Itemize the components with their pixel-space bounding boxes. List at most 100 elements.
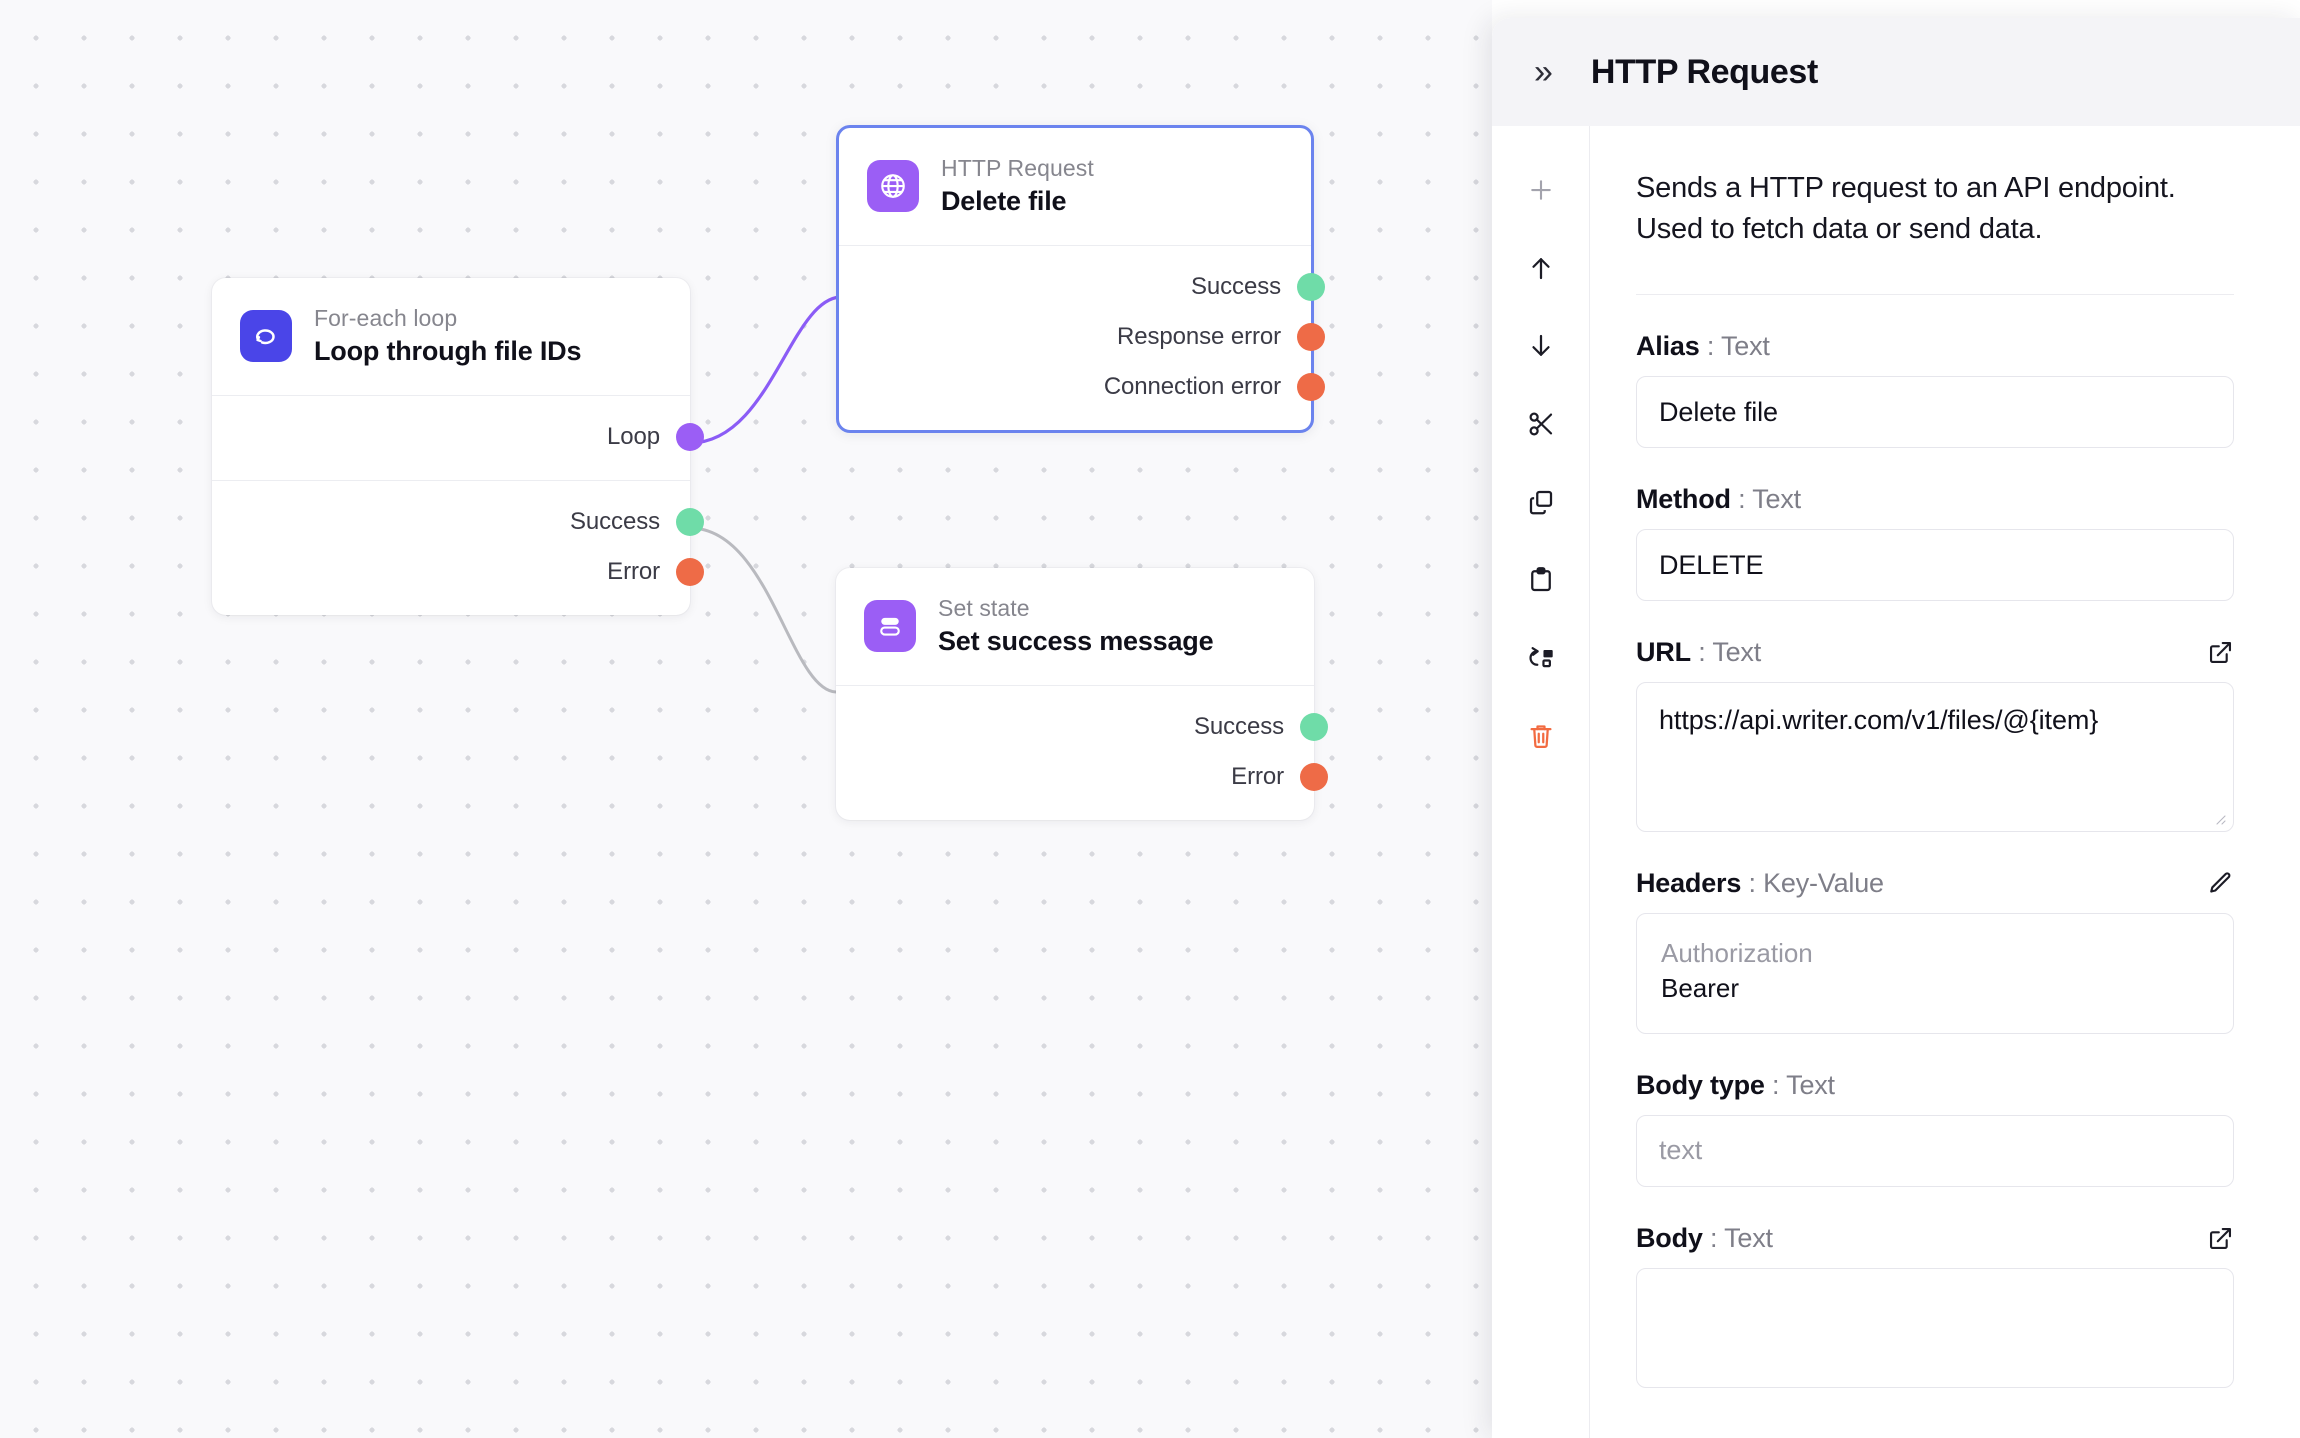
url-textarea[interactable]: https://api.writer.com/v1/files/@{item} (1636, 682, 2234, 833)
port-row-error[interactable]: Error (836, 752, 1328, 802)
expand-icon[interactable] (2207, 639, 2234, 666)
run-icon[interactable] (1515, 632, 1567, 684)
set-state-icon (864, 600, 916, 653)
node-port-section-results: Success Error (212, 479, 704, 615)
port-row-response-error[interactable]: Response error (839, 312, 1325, 362)
field-label-row: Method : Text (1636, 484, 2234, 515)
field-label-headers: Headers : Key-Value (1636, 868, 1884, 899)
node-title-block: HTTP Request Delete file (941, 154, 1094, 219)
copy-icon[interactable] (1515, 476, 1567, 528)
port-dot-response-error[interactable] (1297, 322, 1325, 351)
panel-body: Sends a HTTP request to an API endpoint.… (1492, 126, 2300, 1438)
url-value: https://api.writer.com/v1/files/@{item} (1659, 705, 2099, 736)
port-row-connection-error[interactable]: Connection error (839, 362, 1325, 412)
label-type: Text (1720, 331, 1770, 362)
expand-icon[interactable] (2207, 1225, 2234, 1252)
port-dot-loop[interactable] (676, 422, 704, 451)
move-up-icon[interactable] (1515, 242, 1567, 294)
port-label: Error (607, 557, 660, 585)
port-row-loop[interactable]: Loop (212, 412, 704, 462)
field-label-body-type: Body type : Text (1636, 1069, 1835, 1100)
port-label: Success (1190, 272, 1281, 300)
panel-header: » HTTP Request (1492, 18, 2300, 126)
port-dot-success[interactable] (676, 507, 704, 536)
paste-icon[interactable] (1515, 554, 1567, 606)
node-header: For-each loop Loop through file IDs (212, 278, 690, 395)
properties-fields: Sends a HTTP request to an API endpoint.… (1590, 126, 2300, 1438)
label-text: Headers (1636, 868, 1742, 899)
headers-kv-editor[interactable]: Authorization Bearer (1636, 913, 2234, 1034)
label-type: Text (1752, 484, 1801, 515)
workflow-canvas[interactable]: For-each loop Loop through file IDs Loop… (0, 0, 1492, 1438)
body-type-input[interactable]: text (1636, 1114, 2234, 1187)
port-row-success[interactable]: Success (839, 262, 1325, 312)
field-label-alias: Alias : Text (1636, 331, 1770, 362)
node-name-label: Set success message (938, 625, 1214, 656)
field-label-row: Body : Text (1636, 1223, 2234, 1254)
field-label-row: Body type : Text (1636, 1070, 2234, 1101)
node-type-label: Set state (938, 595, 1030, 621)
label-type: Key-Value (1763, 868, 1884, 899)
node-toolbar (1492, 126, 1590, 1438)
body-textarea[interactable] (1636, 1267, 2234, 1388)
label-text: Alias (1636, 331, 1700, 362)
label-text: Body (1636, 1222, 1703, 1253)
node-for-each-loop[interactable]: For-each loop Loop through file IDs Loop… (212, 278, 704, 615)
label-text: Method (1636, 484, 1731, 515)
node-name-label: Delete file (941, 185, 1067, 216)
add-icon[interactable] (1515, 164, 1567, 216)
method-input[interactable]: DELETE (1636, 529, 2234, 602)
node-title-block: For-each loop Loop through file IDs (314, 304, 581, 369)
field-url: URL : Text https://api.writer.com/v1/fil… (1636, 601, 2234, 833)
node-type-label: HTTP Request (941, 155, 1094, 181)
port-label: Connection error (1103, 372, 1281, 400)
label-type: Text (1712, 637, 1762, 668)
node-port-section-results: Success Error (836, 684, 1328, 820)
node-port-section-loop: Loop (212, 394, 704, 480)
port-row-success[interactable]: Success (836, 702, 1328, 752)
port-label: Success (1193, 712, 1284, 740)
field-label-row: Headers : Key-Value (1636, 868, 2234, 899)
field-label-method: Method : Text (1636, 484, 1801, 515)
resize-grip-icon[interactable] (2211, 810, 2227, 826)
field-method: Method : Text DELETE (1636, 448, 2234, 602)
port-label: Error (1231, 762, 1284, 790)
port-dot-error[interactable] (1300, 762, 1328, 791)
field-label-body: Body : Text (1636, 1222, 1773, 1253)
collapse-panel-button[interactable]: » (1534, 53, 1553, 91)
field-body-type: Body type : Text text (1636, 1034, 2234, 1187)
port-dot-success[interactable] (1300, 712, 1328, 741)
port-row-success[interactable]: Success (212, 497, 704, 547)
port-dot-error[interactable] (676, 557, 704, 586)
cut-icon[interactable] (1515, 398, 1567, 450)
loop-icon (240, 310, 292, 363)
node-set-state[interactable]: Set state Set success message Success Er… (836, 568, 1328, 820)
port-label: Response error (1116, 322, 1281, 350)
move-down-icon[interactable] (1515, 320, 1567, 372)
label-type: Text (1786, 1069, 1835, 1100)
field-label-row: Alias : Text (1636, 331, 2234, 362)
port-row-error[interactable]: Error (212, 547, 704, 597)
edit-icon[interactable] (2207, 870, 2234, 897)
globe-icon (867, 160, 919, 213)
node-header: Set state Set success message (836, 568, 1314, 685)
delete-icon[interactable] (1515, 710, 1567, 762)
header-value: Bearer (1661, 973, 1740, 1004)
node-name-label: Loop through file IDs (314, 335, 582, 366)
port-dot-connection-error[interactable] (1297, 372, 1325, 401)
field-label-row: URL : Text (1636, 637, 2234, 668)
field-label-url: URL : Text (1636, 637, 1762, 668)
field-headers: Headers : Key-Value Authorization Bearer (1636, 832, 2234, 1034)
label-text: Body type (1636, 1069, 1765, 1100)
port-dot-success[interactable] (1297, 272, 1325, 301)
header-key: Authorization (1661, 938, 1813, 969)
node-description: Sends a HTTP request to an API endpoint.… (1636, 126, 2234, 296)
properties-panel: » HTTP Request (1492, 18, 2300, 1438)
node-http-request[interactable]: HTTP Request Delete file Success Respons… (836, 125, 1325, 433)
panel-title: HTTP Request (1590, 52, 1818, 91)
port-label: Loop (607, 422, 660, 450)
edge-loop-to-http (689, 295, 841, 445)
alias-input[interactable]: Delete file (1636, 376, 2234, 449)
edge-success-to-setstate (689, 526, 837, 694)
